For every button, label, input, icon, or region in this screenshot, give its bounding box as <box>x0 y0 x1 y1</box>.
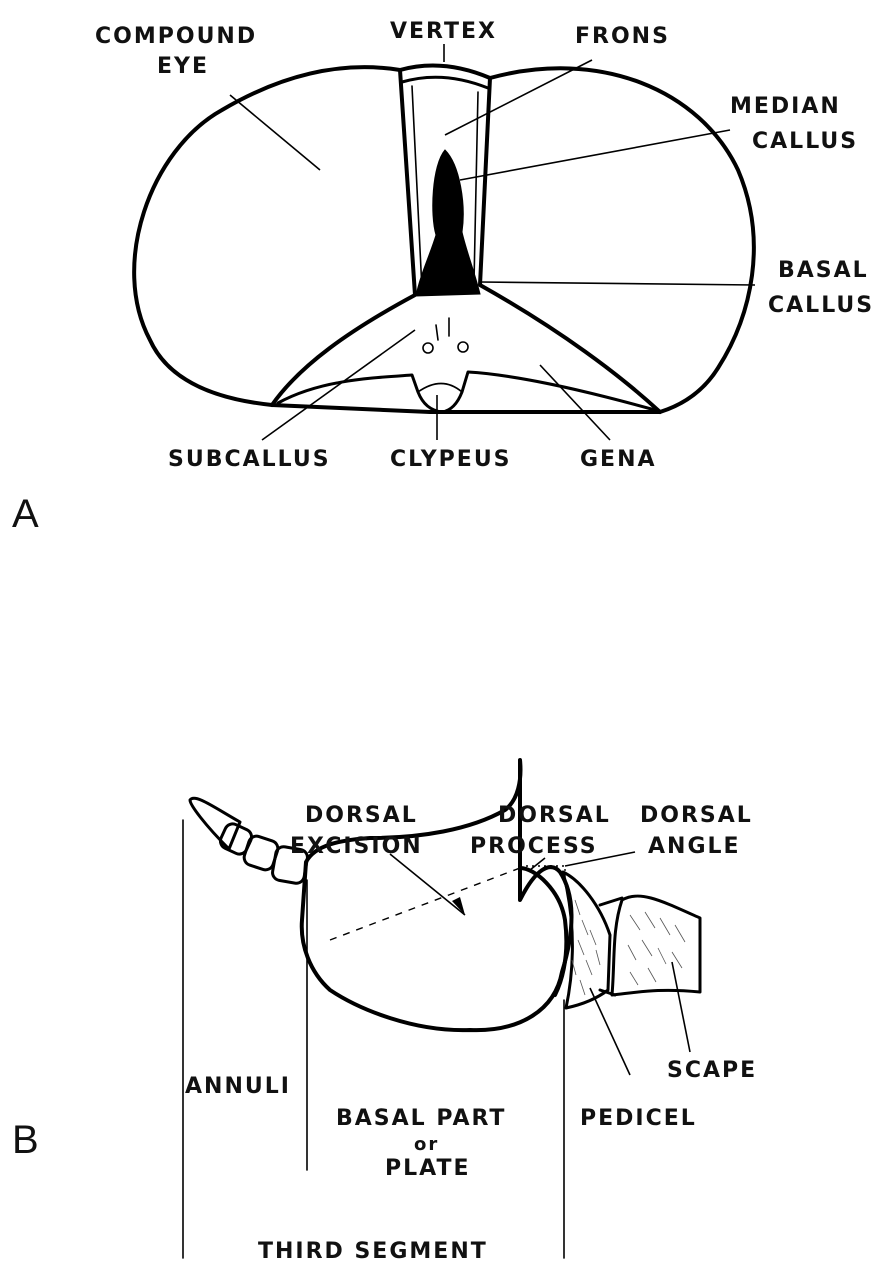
panel-label-b: B <box>12 1118 39 1162</box>
panel-label-a: A <box>12 492 39 536</box>
label-vertex: VERTEX <box>390 19 497 44</box>
median-callus <box>416 150 480 296</box>
dorsal-excision-guide <box>330 868 520 940</box>
right-eye-margin <box>480 78 660 412</box>
label-frons: FRONS <box>575 24 670 49</box>
label-gena: GENA <box>580 447 657 472</box>
label-dorsal-angle-1: DORSAL <box>640 803 753 828</box>
antenna-labels: DORSAL EXCISION DORSAL PROCESS DORSAL AN… <box>185 803 757 1264</box>
label-pedicel: PEDICEL <box>580 1106 697 1131</box>
label-median-callus-2: CALLUS <box>752 129 858 154</box>
label-clypeus: CLYPEUS <box>390 447 512 472</box>
label-basal-part-2: or <box>414 1134 439 1155</box>
label-basal-part-3: PLATE <box>385 1156 471 1181</box>
label-scape: SCAPE <box>667 1058 757 1083</box>
label-annuli: ANNULI <box>185 1074 291 1099</box>
median-suture-2 <box>436 325 438 340</box>
scape-stipple <box>628 912 685 985</box>
label-basal-callus-2: CALLUS <box>768 293 874 318</box>
label-compound-eye-1: COMPOUND <box>95 24 257 49</box>
head-diagram <box>134 66 754 413</box>
label-dorsal-process-2: PROCESS <box>470 834 598 859</box>
scape-connector-top <box>600 898 622 905</box>
label-dorsal-process-1: DORSAL <box>498 803 611 828</box>
label-compound-eye-2: EYE <box>157 54 209 79</box>
label-dorsal-angle-2: ANGLE <box>648 834 741 859</box>
label-basal-callus-1: BASAL <box>778 258 869 283</box>
antenna-leader-lines <box>390 852 690 1075</box>
head-leader-lines <box>230 44 755 440</box>
antennal-socket-right <box>458 342 468 352</box>
antennal-socket-left <box>423 343 433 353</box>
basal-plate <box>302 760 572 1030</box>
label-basal-part-1: BASAL PART <box>336 1106 506 1131</box>
label-dorsal-excision-1: DORSAL <box>305 803 418 828</box>
pedicel-stipple <box>572 900 600 995</box>
left-eye-margin <box>272 70 415 405</box>
vertex-line <box>402 77 488 88</box>
label-dorsal-excision-2: EXCISION <box>290 834 423 859</box>
antenna-diagram <box>183 760 700 1258</box>
label-subcallus: SUBCALLUS <box>168 447 331 472</box>
clypeus-outline <box>418 384 462 393</box>
label-third-segment: THIRD SEGMENT <box>258 1239 488 1264</box>
scape-outline <box>612 896 700 995</box>
label-median-callus-1: MEDIAN <box>730 94 841 119</box>
